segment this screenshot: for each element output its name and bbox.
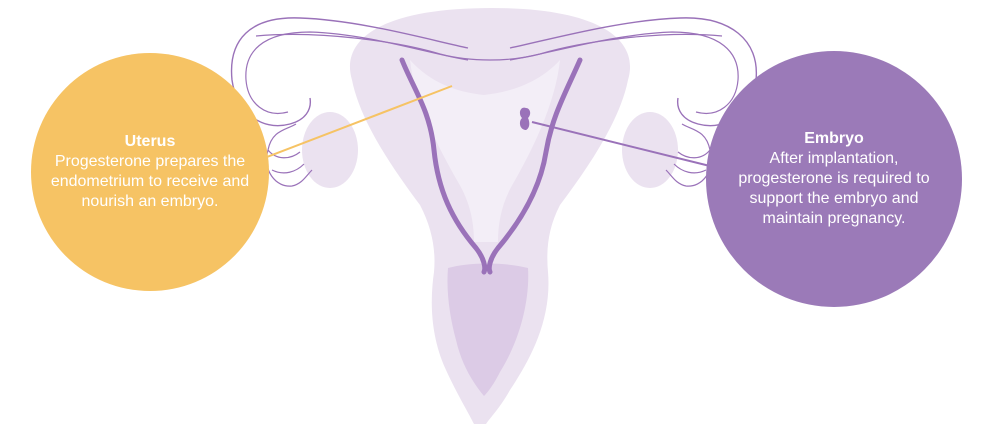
embryo-callout: Embryo After implantation, progesterone … bbox=[706, 51, 962, 307]
uterus-callout-body: Progesterone prepares the endometrium to… bbox=[45, 152, 255, 212]
uterus-callout: Uterus Progesterone prepares the endomet… bbox=[31, 53, 269, 291]
embryo-callout-title: Embryo bbox=[804, 129, 864, 149]
right-ovary bbox=[622, 112, 678, 188]
embryo-callout-body: After implantation, progesterone is requ… bbox=[724, 149, 944, 229]
uterus-callout-title: Uterus bbox=[125, 132, 176, 152]
left-ovary bbox=[302, 112, 358, 188]
